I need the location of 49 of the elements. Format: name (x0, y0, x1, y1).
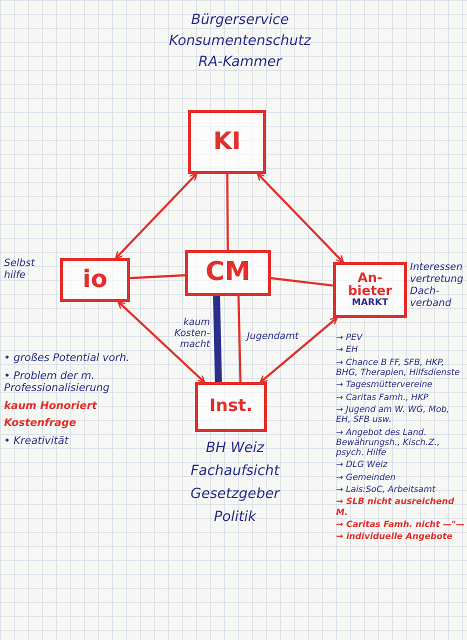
connector-line (270, 277, 334, 287)
node-note: Selbst hilfe (4, 258, 36, 282)
connector-line (226, 174, 229, 250)
node-label: MARKT (352, 298, 388, 308)
double-arrow (117, 300, 206, 384)
note-text: → PEV (336, 333, 364, 344)
node-label: An- bieter (346, 272, 394, 299)
node-note: Politik (212, 509, 258, 526)
note-text: → Caritas Famh., HKP (336, 392, 430, 403)
double-arrow (256, 172, 344, 264)
connector-line (237, 296, 242, 382)
note-text: Kostenfrage (4, 417, 78, 430)
edge-label: kaum Kosten- macht (173, 318, 210, 351)
node-label: io (82, 267, 108, 293)
note-text: → SLB nicht ausreichend M. (336, 497, 456, 518)
process-box (195, 382, 267, 432)
note-text: Konsumentenschutz (168, 32, 312, 50)
double-arrow (259, 316, 338, 384)
edge-label: Jugendamt (247, 332, 300, 343)
process-box (188, 110, 266, 174)
process-box (185, 250, 271, 296)
note-text: → Gemeinden (336, 472, 397, 484)
node-note: Fachaufsicht (190, 463, 281, 480)
note-text: → Chance B FF, SFB, HKP, BHG, Therapien, Hilfsdienste (336, 358, 461, 378)
note-text: kaum Honoriert (4, 400, 98, 412)
node-note: Interessen vertretung Dach- verband (410, 262, 464, 310)
note-text: → Angebot des Land. Bewährungsh., Kisch.Z., psych. Hilfe (336, 428, 441, 458)
node-label: Inst. (209, 398, 253, 416)
process-box (60, 258, 130, 302)
connector-line (213, 296, 222, 382)
note-text: → individuelle Angebote (336, 532, 454, 543)
note-text: RA-Kammer (197, 54, 284, 70)
node-label: KI (213, 129, 241, 155)
node-note: Gesetzgeber (190, 486, 282, 503)
note-text: Bürgerservice (190, 12, 290, 29)
note-text: • Kreativität (4, 434, 70, 448)
node-label: CM (206, 259, 250, 287)
note-text: → Jugend am W. WG, Mob, EH, SFB usw. (336, 404, 450, 426)
note-text: → Caritas Famh. nicht —"— (336, 520, 466, 530)
note-text: → EH (336, 345, 359, 356)
note-text: → Tagesmüttervereine (336, 380, 434, 391)
process-box (333, 262, 407, 318)
note-text: • Problem der m. Professionalisierung (4, 370, 111, 395)
connector-line (130, 274, 186, 280)
note-text: • großes Potential vorh. (4, 352, 130, 365)
double-arrow (114, 172, 198, 260)
note-text: → DLG Weiz (336, 460, 388, 471)
note-text: → Lais:SoC, Arbeitsamt (336, 485, 436, 496)
node-note: BH Weiz (204, 440, 266, 457)
